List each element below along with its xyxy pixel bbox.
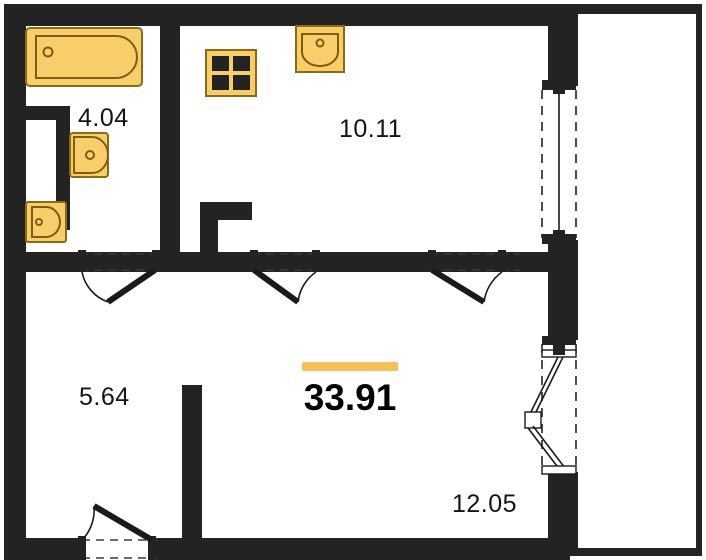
wall-interior-horizontal [4, 252, 570, 272]
total-area-accent-bar [302, 362, 398, 371]
stove [205, 49, 257, 97]
wall-hall-living-partition [182, 385, 202, 560]
area-label-living-room: 12.05 [452, 490, 518, 518]
wall-niche-horizontal [200, 202, 252, 220]
balcony-door [524, 336, 577, 475]
total-area: 33.91 [302, 362, 398, 419]
kitchen-sink [295, 25, 345, 73]
area-label-hallway: 5.64 [79, 383, 130, 411]
kitchen-window [541, 80, 577, 244]
wall-exterior-top [4, 4, 570, 26]
wall-bathroom-kitchen [160, 4, 180, 264]
area-label-bathroom: 4.04 [78, 104, 129, 132]
living-room-door [428, 250, 520, 305]
balcony-inner-left-fill [570, 86, 580, 240]
walls [4, 4, 702, 560]
toilet [56, 132, 109, 178]
wall-exterior-bottom-left [4, 538, 82, 560]
bathroom-door [78, 250, 160, 305]
wall-balcony-upper [548, 4, 570, 86]
kitchen-door [250, 250, 320, 305]
bathtub [25, 27, 143, 87]
wall-exterior-left [4, 4, 26, 560]
balcony-interior [578, 14, 696, 548]
total-area-value: 33.91 [303, 377, 397, 418]
balcony-inner-left-fill2 [570, 340, 580, 472]
wall-exterior-bottom-right [155, 538, 570, 560]
washbasin-bathroom [25, 201, 67, 243]
entry-door [78, 503, 158, 560]
area-label-kitchen: 10.11 [339, 115, 403, 143]
